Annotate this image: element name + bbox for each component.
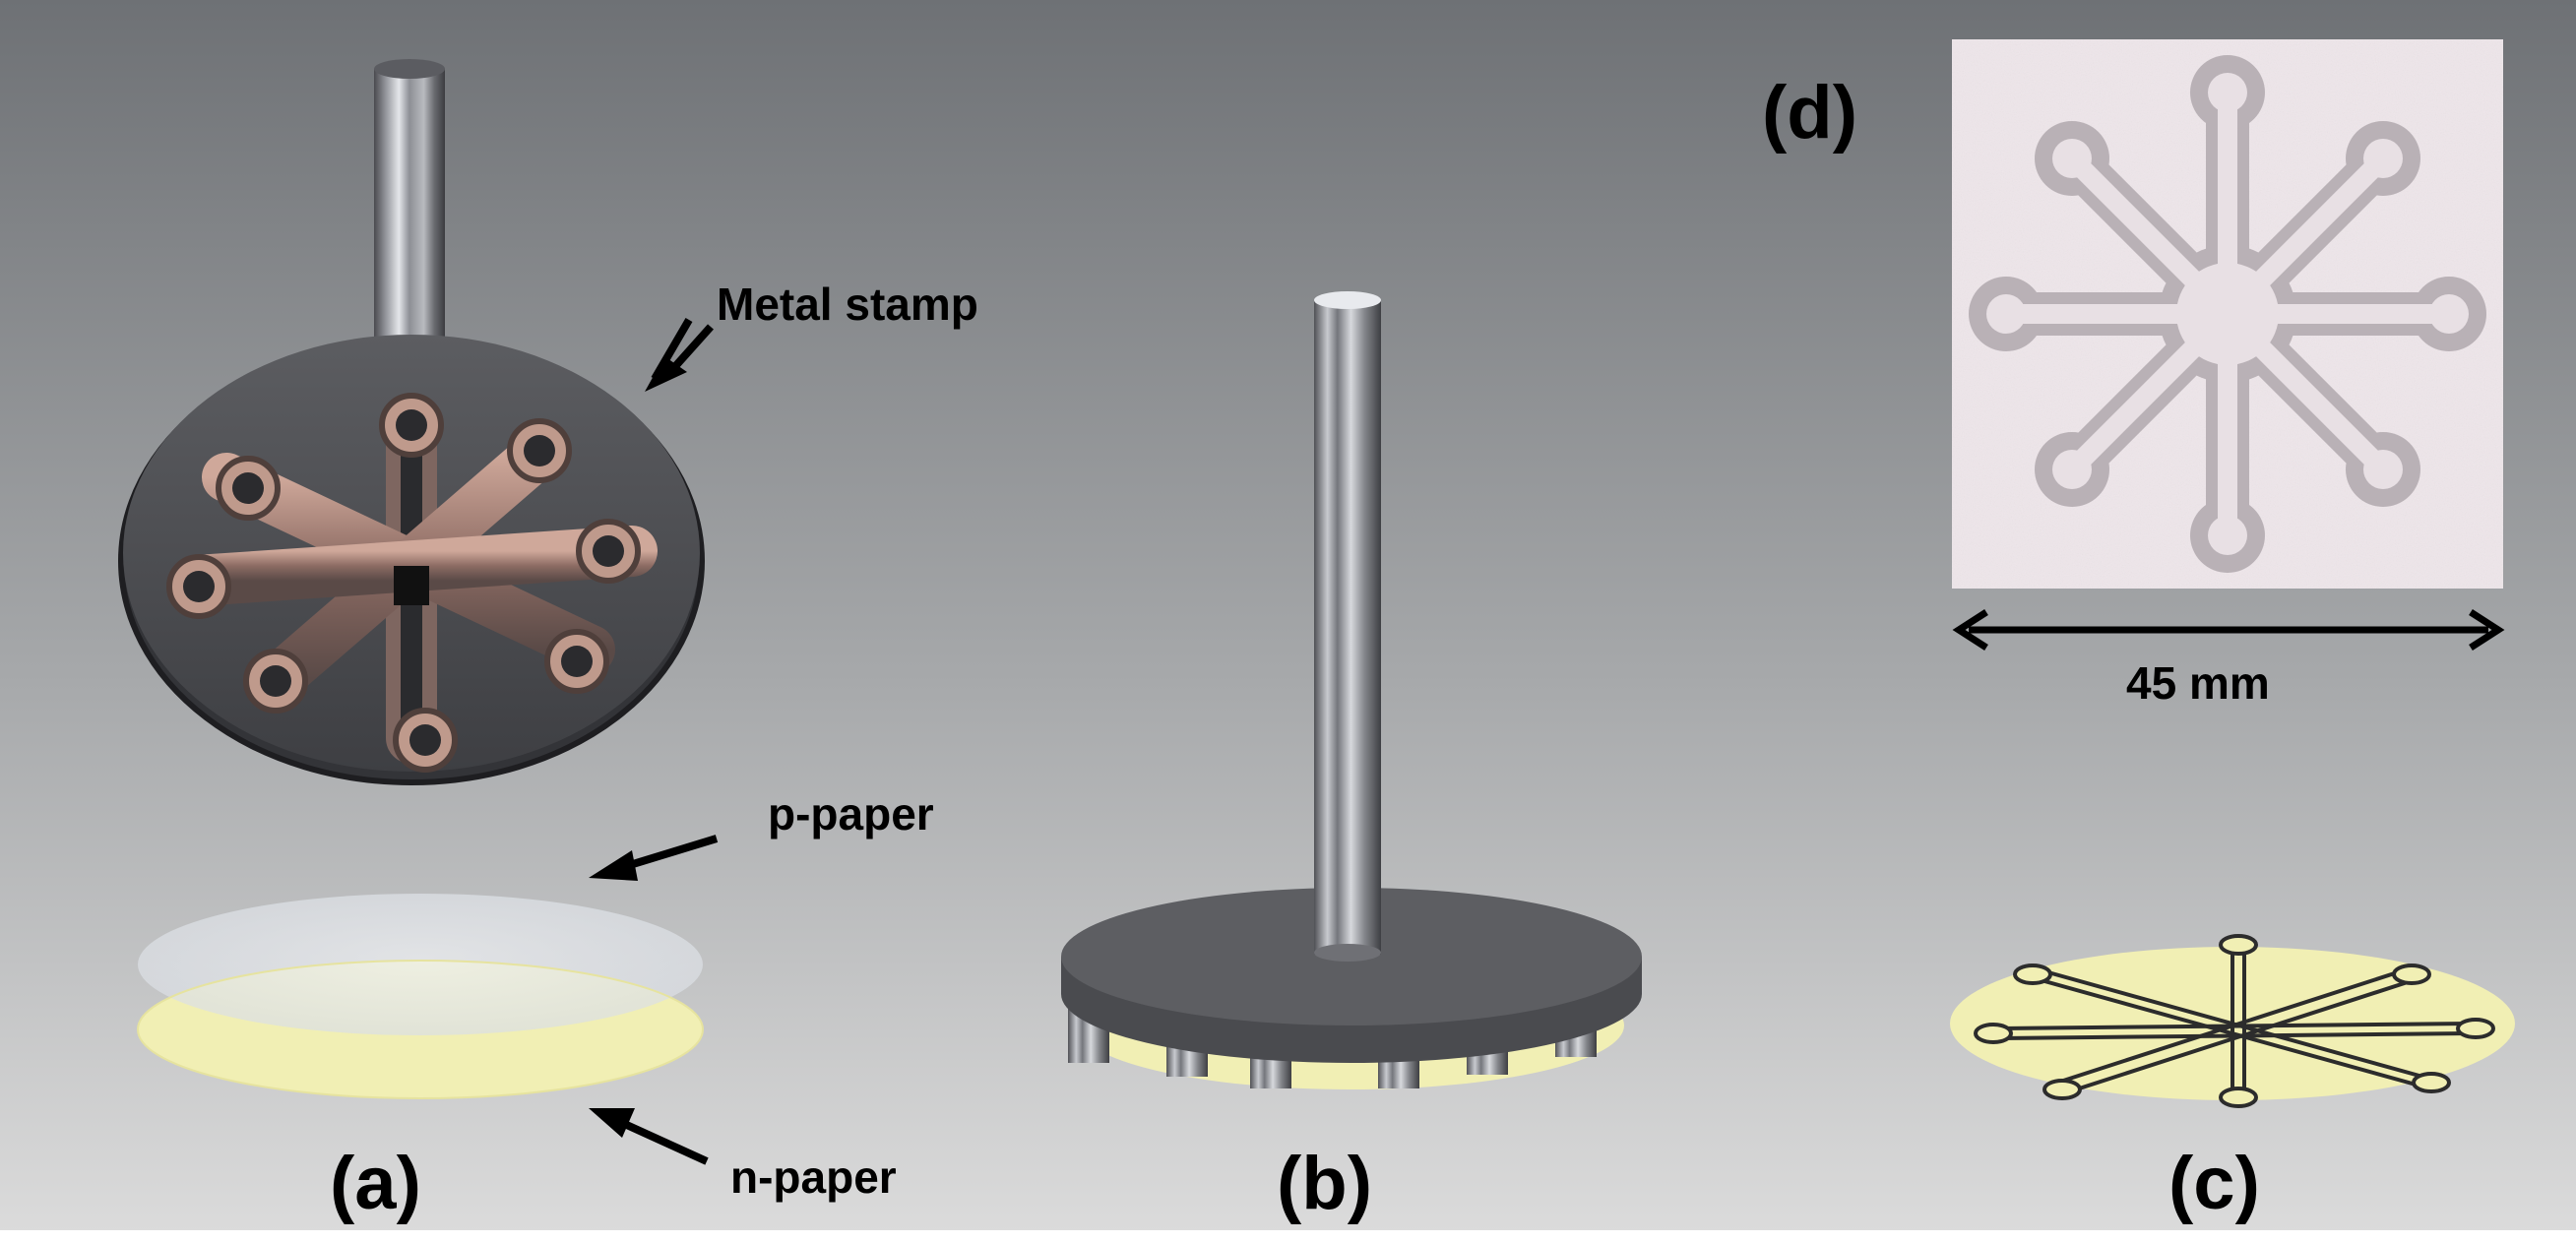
panel-c-label: (c) xyxy=(2168,1142,2260,1225)
metal-stamp-label: Metal stamp xyxy=(717,279,978,330)
n-paper-arrow xyxy=(589,1108,709,1165)
p-paper-disc xyxy=(138,894,703,1035)
photo-pattern xyxy=(1969,55,2486,573)
p-paper-label: p-paper xyxy=(768,788,934,839)
stamp-rod xyxy=(1314,291,1381,962)
panel-c: (c) xyxy=(1950,934,2515,1225)
dimension-arrow xyxy=(1952,609,2505,651)
panel-d-label: (d) xyxy=(1762,71,1857,155)
p-paper-arrow xyxy=(589,835,719,881)
n-paper-label: n-paper xyxy=(730,1151,897,1203)
channel-pattern xyxy=(1996,948,2473,1094)
bottom-frame xyxy=(0,1230,2576,1243)
panel-d: 45 mm (d) xyxy=(1762,39,2505,709)
panel-b: (b) xyxy=(1061,291,1642,1225)
dimension-label: 45 mm xyxy=(2126,657,2270,709)
channel-reservoirs xyxy=(1974,934,2495,1108)
panel-a: Metal stamp p-paper n-paper (a) xyxy=(118,59,978,1225)
panel-a-label: (a) xyxy=(330,1142,421,1225)
metal-stamp-inverted xyxy=(118,59,705,785)
metal-arrow-visible xyxy=(645,324,714,392)
panel-b-label: (b) xyxy=(1277,1142,1372,1225)
